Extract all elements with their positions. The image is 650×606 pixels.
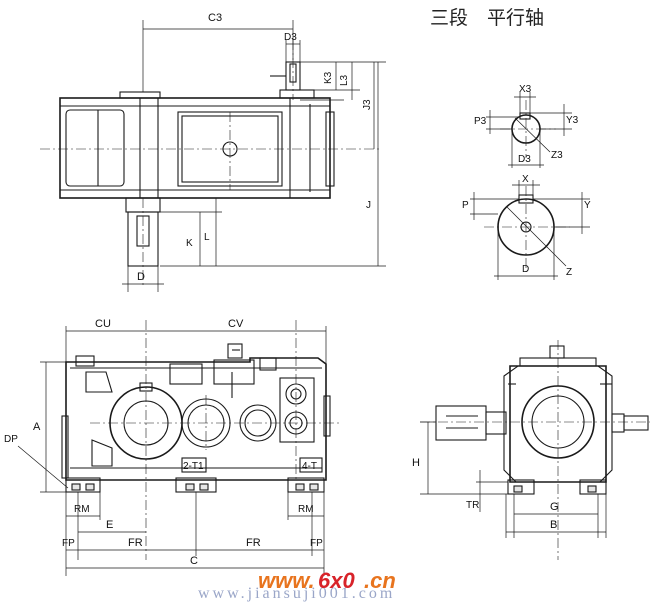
label-2-t1: 2-T1 xyxy=(183,461,204,472)
label-fp-right: FP xyxy=(310,538,323,549)
label-d3: D3 xyxy=(284,32,297,43)
label-c3: C3 xyxy=(208,12,222,24)
breather-plug xyxy=(227,343,243,359)
front-view: CU CV A DP 2-T1 4-T RM RM E FP xyxy=(4,318,340,576)
label-l3: L3 xyxy=(339,74,350,86)
label-x: X xyxy=(522,174,529,185)
label-fr-right: FR xyxy=(246,537,261,549)
label-z: Z xyxy=(566,267,572,278)
label-y: Y xyxy=(584,200,591,211)
watermark: www.jiansuji001.com www. 6x0 .cn xyxy=(198,568,396,602)
label-x3: X3 xyxy=(519,84,532,95)
foot-left xyxy=(65,477,101,493)
label-cv: CV xyxy=(228,318,244,330)
label-p: P xyxy=(462,200,469,211)
label-z3: Z3 xyxy=(551,150,563,161)
label-k: K xyxy=(186,238,193,249)
label-d3-section: D3 xyxy=(518,154,531,165)
label-e: E xyxy=(106,519,113,531)
watermark-domain: 6x0 xyxy=(318,568,355,593)
label-p3: P3 xyxy=(474,116,487,127)
label-fr-left: FR xyxy=(128,537,143,549)
label-b: B xyxy=(550,519,557,531)
side-output-shaft xyxy=(435,405,487,441)
top-view: C3 D3 K3 L3 J3 J K L D xyxy=(40,12,386,292)
input-shaft-section: P3 X3 Y3 D3 Z3 xyxy=(474,84,579,168)
side-view: H TR G B xyxy=(412,340,650,560)
label-rm-right: RM xyxy=(298,504,314,515)
watermark-url: www.jiansuji001.com xyxy=(198,585,395,602)
output-shaft xyxy=(127,211,159,267)
label-d-section: D xyxy=(522,264,529,275)
label-k3: K3 xyxy=(323,71,334,84)
side-input-shaft xyxy=(623,415,649,431)
label-j: J xyxy=(366,200,371,211)
label-rm-left: RM xyxy=(74,504,90,515)
label-dp: DP xyxy=(4,434,18,445)
output-shaft-section: P X Y D Z xyxy=(462,174,591,280)
title: 三段 平行轴 xyxy=(430,7,544,29)
label-h: H xyxy=(412,457,420,469)
label-y3: Y3 xyxy=(566,115,579,126)
label-d: D xyxy=(137,271,145,283)
label-fp-left: FP xyxy=(62,538,75,549)
label-j3: J3 xyxy=(362,99,373,110)
label-g: G xyxy=(550,501,559,513)
label-4-t: 4-T xyxy=(302,461,317,472)
label-l: L xyxy=(204,232,210,243)
foot-right xyxy=(287,477,325,493)
label-a: A xyxy=(33,421,41,433)
label-c: C xyxy=(190,555,198,567)
watermark-prefix: www. xyxy=(258,568,315,593)
front-housing xyxy=(65,357,327,481)
watermark-suffix: .cn xyxy=(364,568,396,593)
label-tr: TR xyxy=(466,500,479,511)
label-cu: CU xyxy=(95,318,111,330)
